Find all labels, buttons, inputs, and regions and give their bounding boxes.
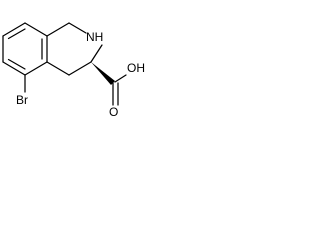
carboxyl-group <box>91 62 127 106</box>
oh-label: OH <box>127 61 145 75</box>
nh-label: NH <box>86 30 103 44</box>
tetrahydro-ring <box>46 22 103 76</box>
bond-c1-n <box>68 22 87 34</box>
bond-c6-c5 <box>24 61 48 76</box>
structure-diagram: NH OH O Br <box>2 22 145 119</box>
bond-c-oh <box>114 74 127 83</box>
bond-c8a-c8 <box>2 22 26 37</box>
oxygen-label: O <box>109 105 118 119</box>
bromine-label: Br <box>16 93 28 107</box>
bond-c4a-c8a <box>24 22 48 37</box>
bond-c8a-c1 <box>46 22 70 37</box>
bond-c3-c4 <box>68 61 92 76</box>
bond-c7-c6 <box>2 61 26 76</box>
double-bond-inner-1 <box>7 28 26 40</box>
double-bond-inner-2 <box>7 58 26 70</box>
benzene-ring <box>2 22 48 76</box>
stereo-wedge-bond <box>91 62 115 85</box>
bond-c4-c4a <box>46 61 70 76</box>
bond-n-c3 <box>90 44 103 63</box>
